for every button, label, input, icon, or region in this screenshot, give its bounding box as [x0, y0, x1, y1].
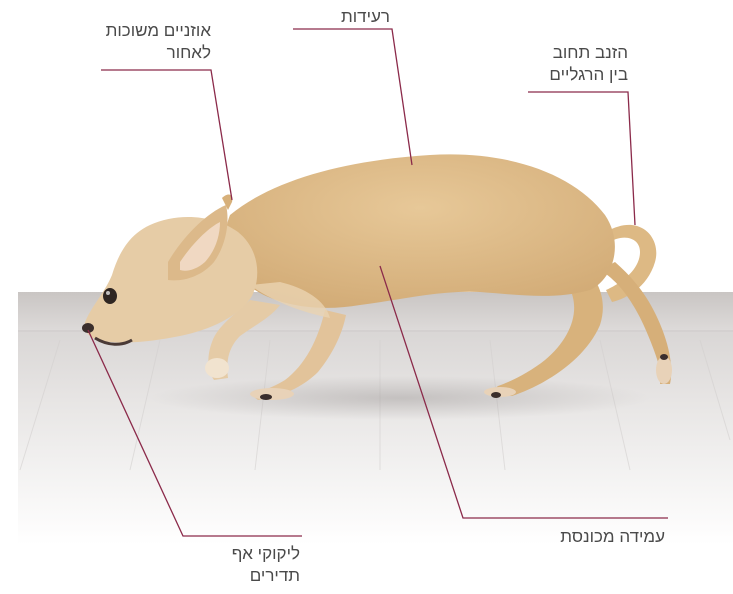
- label-tail-line2: בין הרגליים: [549, 64, 628, 86]
- label-posture: עמידה מכונסת: [560, 526, 665, 548]
- label-licking-line2: תדירים: [232, 565, 300, 587]
- label-ears-line2: לאחור: [106, 42, 211, 64]
- label-posture-text: עמידה מכונסת: [560, 526, 665, 548]
- leader-line-ears: [101, 70, 232, 200]
- leader-line-trembling: [293, 29, 412, 165]
- label-trembling-text: רעידות: [341, 6, 390, 28]
- label-tail-line1: הזנב תחוב: [549, 42, 628, 64]
- label-licking-line1: ליקוקי אף: [232, 543, 300, 565]
- label-tail: הזנב תחוב בין הרגליים: [549, 42, 628, 86]
- label-licking: ליקוקי אף תדירים: [232, 543, 300, 587]
- label-ears-line1: אוזניים משוכות: [106, 20, 211, 42]
- label-trembling: רעידות: [341, 6, 390, 28]
- label-ears: אוזניים משוכות לאחור: [106, 20, 211, 64]
